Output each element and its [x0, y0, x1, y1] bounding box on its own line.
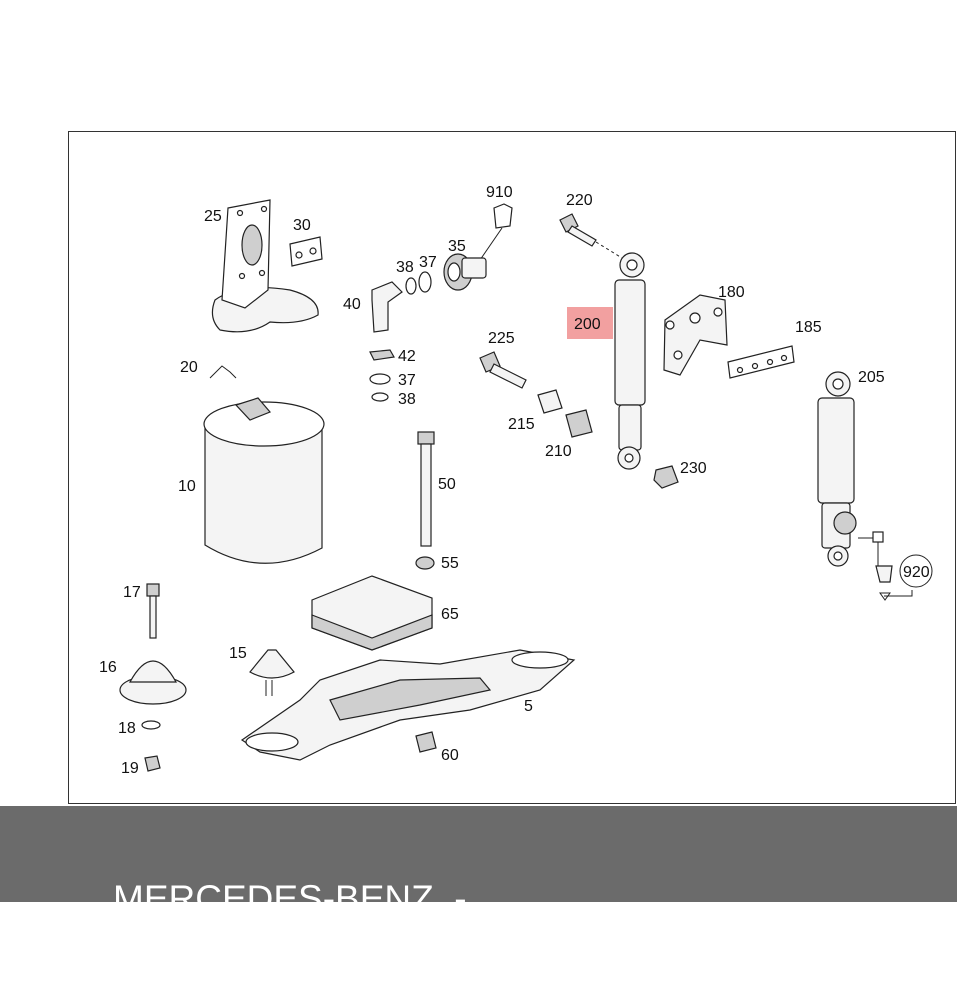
callout-35: 35	[448, 238, 466, 255]
part-50-bolt[interactable]	[417, 431, 435, 547]
part-60-bushing[interactable]	[415, 731, 437, 753]
callout-40: 40	[343, 296, 361, 313]
part-210-bushing[interactable]	[565, 409, 593, 438]
part-40-elbow-fitting[interactable]	[371, 281, 403, 333]
callout-180: 180	[718, 284, 745, 301]
part-37-washer[interactable]	[369, 373, 391, 385]
callout-17: 17	[123, 584, 141, 601]
part-180-mount-bracket[interactable]	[663, 294, 728, 376]
part-17-bolt[interactable]	[146, 583, 160, 639]
highlight-box	[567, 307, 613, 339]
part-220-bolt[interactable]	[559, 213, 623, 259]
part-16-bump-stop[interactable]	[119, 660, 187, 705]
part-65-plate[interactable]	[311, 575, 433, 651]
part-910-connector[interactable]	[479, 203, 513, 261]
callout-210: 210	[545, 443, 572, 460]
callout-18: 18	[118, 720, 136, 737]
callout-920: 920	[903, 564, 930, 581]
part-10-air-spring[interactable]	[203, 397, 325, 564]
callout-42: 42	[398, 348, 416, 365]
callout-15: 15	[229, 645, 247, 662]
callout-225: 225	[488, 330, 515, 347]
callout-30: 30	[293, 217, 311, 234]
part-5-crossmember[interactable]	[240, 649, 576, 761]
part-20-clip[interactable]	[209, 365, 237, 379]
callout-220: 220	[566, 192, 593, 209]
callout-16: 16	[99, 659, 117, 676]
callout-19: 19	[121, 760, 139, 777]
part-225-bolt[interactable]	[479, 351, 527, 389]
callout-25: 25	[204, 208, 222, 225]
callout-38b: 38	[398, 391, 416, 408]
part-37-ring[interactable]	[418, 271, 432, 293]
part-35-sensor[interactable]	[443, 253, 487, 291]
callout-10: 10	[178, 478, 196, 495]
part-15-buffer[interactable]	[249, 649, 295, 696]
footer-part-number: a9603269004	[441, 920, 668, 961]
callout-185: 185	[795, 319, 822, 336]
part-55-nut[interactable]	[415, 556, 435, 570]
part-25-bracket[interactable]	[211, 199, 319, 333]
exploded-parts-diagram: 25 30 910 220 38 37 35 40 180 200 185 22…	[99, 184, 933, 777]
callout-65: 65	[441, 606, 459, 623]
part-185-plate[interactable]	[727, 345, 795, 379]
footer-caption: MERCEDES-BENZ - a9603269004 N - 200	[0, 836, 957, 1004]
callout-5: 5	[524, 698, 533, 715]
callout-38: 38	[396, 259, 414, 276]
callout-37b: 37	[398, 372, 416, 389]
part-38-ring[interactable]	[405, 277, 417, 295]
part-205-shock-absorber[interactable]	[817, 371, 857, 567]
part-19-nut[interactable]	[144, 755, 161, 772]
callout-37: 37	[419, 254, 437, 271]
part-38-washer[interactable]	[371, 392, 389, 402]
footer-position: N - 200	[723, 962, 845, 1003]
callout-55: 55	[441, 555, 459, 572]
callout-205: 205	[858, 369, 885, 386]
part-18-washer[interactable]	[141, 720, 161, 730]
callout-60: 60	[441, 747, 459, 764]
part-200-shock-absorber[interactable]	[614, 252, 646, 470]
callout-920-circle	[899, 554, 933, 588]
footer-brand: MERCEDES-BENZ -	[113, 878, 467, 919]
callout-200: 200	[574, 316, 601, 333]
part-42-nut[interactable]	[369, 349, 395, 361]
callout-20: 20	[180, 359, 198, 376]
footer-bar	[0, 806, 957, 902]
callout-910: 910	[486, 184, 513, 201]
part-30-plate[interactable]	[289, 236, 323, 267]
callout-50: 50	[438, 476, 456, 493]
part-920-sensor[interactable]	[858, 531, 913, 601]
callout-230: 230	[680, 460, 707, 477]
part-215-bushing[interactable]	[537, 389, 563, 414]
part-230-nut[interactable]	[653, 465, 679, 489]
callout-215: 215	[508, 416, 535, 433]
